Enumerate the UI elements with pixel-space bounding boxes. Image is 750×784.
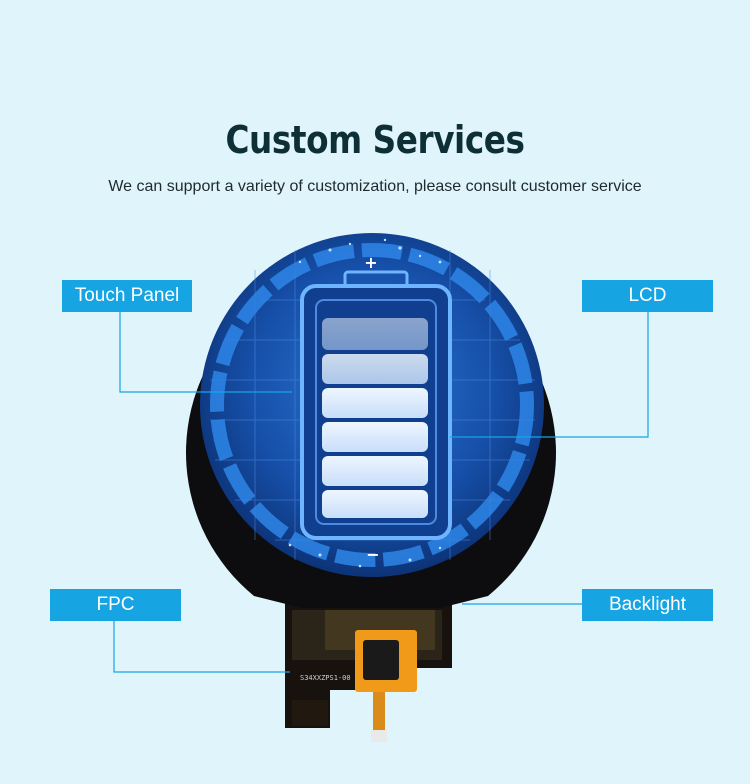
screen-ring	[210, 243, 534, 567]
lcd-label: LCD	[582, 280, 713, 312]
battery-graphic	[300, 270, 452, 540]
page-subtitle: We can support a variety of customizatio…	[108, 178, 642, 195]
fpc-cable: S34XXZPS1-00	[285, 602, 452, 742]
fpc-marking: S34XXZPS1-00	[300, 674, 351, 682]
minus-sign: −	[366, 545, 379, 564]
page-title: Custom Services	[225, 118, 525, 162]
touch-panel-label: Touch Panel	[62, 280, 192, 312]
callout-lines	[113, 312, 649, 673]
plus-sign: +	[364, 253, 377, 272]
backlight-label: Backlight	[582, 589, 713, 621]
fpc-label: FPC	[50, 589, 181, 621]
sparkles	[288, 238, 442, 568]
